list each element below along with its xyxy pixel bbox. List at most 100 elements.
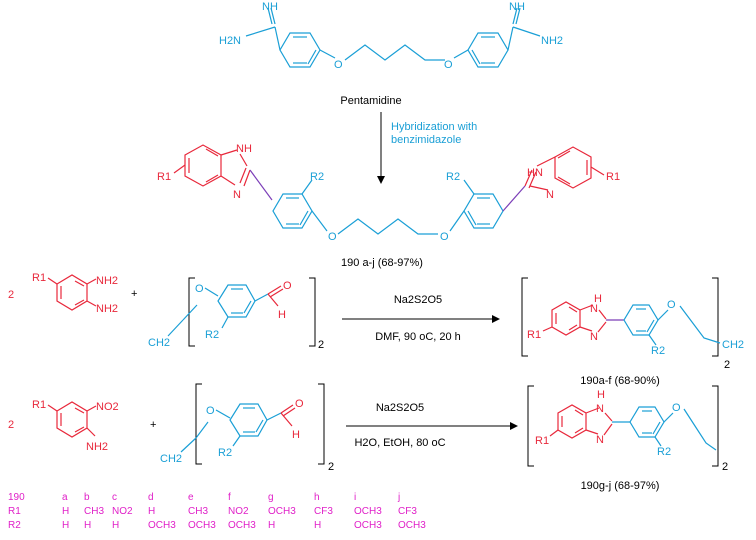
hybrid-nh-left: NH: [236, 143, 252, 155]
table-r2-cell: H: [62, 520, 69, 531]
r1-nh2-bottom: NH2: [96, 303, 118, 315]
r1-coefficient: 2: [8, 289, 14, 301]
table-r2-cell: H: [314, 520, 321, 531]
hybrid-r1-right: R1: [606, 171, 620, 183]
table-header-cell: g: [268, 492, 274, 503]
table-r1-cell: H: [62, 506, 69, 517]
r1-product-n1: N: [590, 303, 598, 315]
table-header-cell: c: [112, 492, 117, 503]
hybrid-n-right: N: [546, 189, 554, 201]
table-r2-cell: H: [84, 520, 91, 531]
r1-product-r1: R1: [527, 329, 541, 341]
r2-aldehyde-r2: R2: [218, 447, 232, 459]
r2-product-subscript: 2: [722, 461, 728, 473]
hybrid-oxygen-left: O: [328, 231, 337, 243]
r1-carbonyl-o: O: [283, 280, 292, 292]
table-r2-cell: R2: [8, 520, 21, 531]
pentamidine-structure: NH H2N O O NH NH2: [219, 1, 563, 71]
table-r2-cell: OCH3: [188, 520, 216, 531]
r2-product-o: O: [672, 402, 681, 414]
table-r2-cell: OCH3: [228, 520, 256, 531]
r1-reactant-r1: R1: [32, 272, 46, 284]
amidine-imine-right: NH: [509, 1, 525, 13]
table-header-cell: b: [84, 492, 90, 503]
ether-oxygen-right: O: [444, 59, 453, 71]
table-header-cell: j: [397, 492, 400, 503]
r1-product-r2: R2: [651, 345, 665, 357]
r1-reagent: Na2S2O5: [394, 294, 442, 306]
r2-no2: NO2: [96, 401, 119, 413]
r1-product-subscript: 2: [724, 359, 730, 371]
r1-conditions: DMF, 90 oC, 20 h: [375, 331, 461, 343]
table-r1-cell: CH3: [188, 506, 208, 517]
r2-product-n1: N: [596, 403, 604, 415]
r2-carbonyl-o: O: [295, 398, 304, 410]
table-r2-cell: OCH3: [398, 520, 426, 531]
hybrid-r2-left: R2: [310, 171, 324, 183]
table-header-cell: h: [314, 492, 320, 503]
r2-conditions: H2O, EtOH, 80 oC: [354, 437, 445, 449]
reaction2-arrow-head: [510, 422, 518, 430]
table-header-cell: a: [62, 492, 68, 503]
hybrid-label: 190 a-j (68-97%): [341, 257, 423, 269]
reaction2-reactant-nitroaniline: 2 R1 NO2 NH2: [8, 399, 119, 453]
r2-product-r2: R2: [657, 446, 671, 458]
table-r2-cell: H: [268, 520, 275, 531]
table-header-cell: e: [188, 492, 194, 503]
amidine-amine-right: NH2: [541, 35, 563, 47]
table-r1-cell: NO2: [228, 506, 249, 517]
reaction1-reactant-diamine: 2 R1 NH2 NH2: [8, 272, 118, 315]
r2-ether-o: O: [206, 405, 215, 417]
hybrid-structure: R1 NH N R2 O O R2 HN N R1: [157, 143, 620, 243]
table-header-cell: f: [228, 492, 231, 503]
pentamidine-label: Pentamidine: [340, 95, 401, 107]
r1-plus: +: [131, 288, 137, 300]
r1-aldehyde-h: H: [278, 309, 286, 321]
reaction1-product: 2 H N N R1 R2 O CH2: [521, 277, 744, 371]
r1-ch2: CH2: [148, 337, 170, 349]
table-r1-cell: H: [148, 506, 155, 517]
r1-aldehyde-r2: R2: [205, 329, 219, 341]
ether-oxygen-left: O: [334, 59, 343, 71]
hybridization-text-2: benzimidazole: [391, 134, 461, 146]
r2-plus: +: [150, 419, 156, 431]
r2-product-n2: N: [596, 434, 604, 446]
r2-reactant-r1: R1: [32, 399, 46, 411]
reaction2-reactant-aldehyde: 2 CH2 O R2 O H: [160, 383, 334, 473]
hybrid-r2-right: R2: [446, 171, 460, 183]
r1-product-label: 190a-f (68-90%): [580, 375, 660, 387]
r2-nh2: NH2: [86, 441, 108, 453]
r2-coefficient: 2: [8, 419, 14, 431]
amidine-imine-left: NH: [262, 1, 278, 13]
r2-bracket-subscript: 2: [328, 461, 334, 473]
hybridization-text-1: Hybridization with: [391, 121, 477, 133]
table-r1-cell: CF3: [398, 506, 417, 517]
table-header-cell: 190: [8, 492, 25, 503]
hybrid-hn-right: HN: [527, 167, 543, 179]
reaction2-product: 2 H N N R1 R2 O: [527, 385, 728, 473]
r1-product-h: H: [594, 293, 602, 305]
r1-product-ch2: CH2: [722, 339, 744, 351]
r1-nh2-top: NH2: [96, 275, 118, 287]
r2-product-r1: R1: [535, 435, 549, 447]
r2-ch2: CH2: [160, 453, 182, 465]
table-r1-cell: CF3: [314, 506, 333, 517]
table-r2-cell: OCH3: [354, 520, 382, 531]
r2-product-label: 190g-j (68-97%): [581, 480, 660, 492]
hybrid-oxygen-right: O: [440, 231, 449, 243]
r1-bracket-subscript: 2: [318, 339, 324, 351]
r1-product-o: O: [667, 299, 676, 311]
table-r2-cell: H: [112, 520, 119, 531]
r1-ether-o: O: [195, 283, 204, 295]
reaction1-arrow-head: [492, 315, 500, 323]
table-header-cell: i: [354, 492, 356, 503]
amidine-amine-left: H2N: [219, 35, 241, 47]
hybrid-r1-left: R1: [157, 171, 171, 183]
table-r1-cell: OCH3: [354, 506, 382, 517]
table-header-cell: d: [148, 492, 154, 503]
table-r1-cell: CH3: [84, 506, 104, 517]
table-r1-cell: NO2: [112, 506, 133, 517]
r1-product-n2: N: [590, 331, 598, 343]
